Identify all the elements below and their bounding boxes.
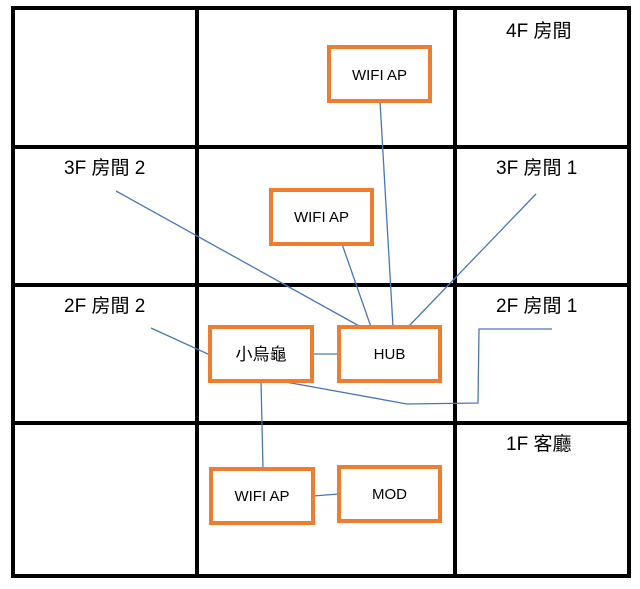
wire-hub-to-wifi-ap-3f	[341, 243, 372, 328]
device-wifi-ap-1f: WIFI AP	[209, 467, 315, 525]
wire-wifi-ap-1f-to-mod	[312, 493, 340, 497]
wire-hub-to-3f-room-2	[115, 190, 362, 328]
device-label: MOD	[372, 486, 407, 503]
floor-grid	[11, 6, 631, 578]
device-box	[327, 45, 432, 103]
room-label-4f: 4F 房間	[506, 20, 571, 42]
device-box	[337, 325, 442, 383]
wire-turtle-to-wifi-ap-1f	[260, 380, 264, 470]
wire-hub-to-3f-room-1	[407, 193, 537, 328]
room-label-2f-room-2: 2F 房間 2	[64, 295, 145, 317]
device-turtle-router: 小烏龜	[208, 325, 314, 383]
device-label: WIFI AP	[352, 67, 407, 84]
device-box	[208, 325, 314, 383]
room-label-3f-room-1: 3F 房間 1	[496, 157, 577, 179]
room-label-3f-room-2: 3F 房間 2	[64, 157, 145, 179]
wire-turtle-to-2f-room-2	[150, 327, 211, 356]
device-wifi-ap-4f: WIFI AP	[327, 45, 432, 103]
device-wifi-ap-3f: WIFI AP	[269, 188, 374, 246]
device-label: WIFI AP	[294, 209, 349, 226]
device-box	[269, 188, 374, 246]
device-hub: HUB	[337, 325, 442, 383]
room-label-2f-room-1: 2F 房間 1	[496, 295, 577, 317]
grid-outer-border	[11, 6, 631, 578]
network-wires	[115, 100, 552, 497]
room-labels: 4F 房間 3F 房間 2 3F 房間 1 2F 房間 2 2F 房間 1 1F…	[64, 20, 577, 455]
device-label: HUB	[374, 346, 406, 363]
room-label-1f-living-room: 1F 客廳	[506, 433, 571, 455]
device-mod: MOD	[337, 465, 442, 523]
device-label: WIFI AP	[234, 488, 289, 505]
wire-turtle-to-2f-room-1	[279, 328, 552, 405]
device-label: 小烏龜	[236, 345, 287, 364]
device-box	[337, 465, 442, 523]
wire-hub-to-wifi-ap-4f	[379, 100, 394, 328]
device-box	[209, 467, 315, 525]
